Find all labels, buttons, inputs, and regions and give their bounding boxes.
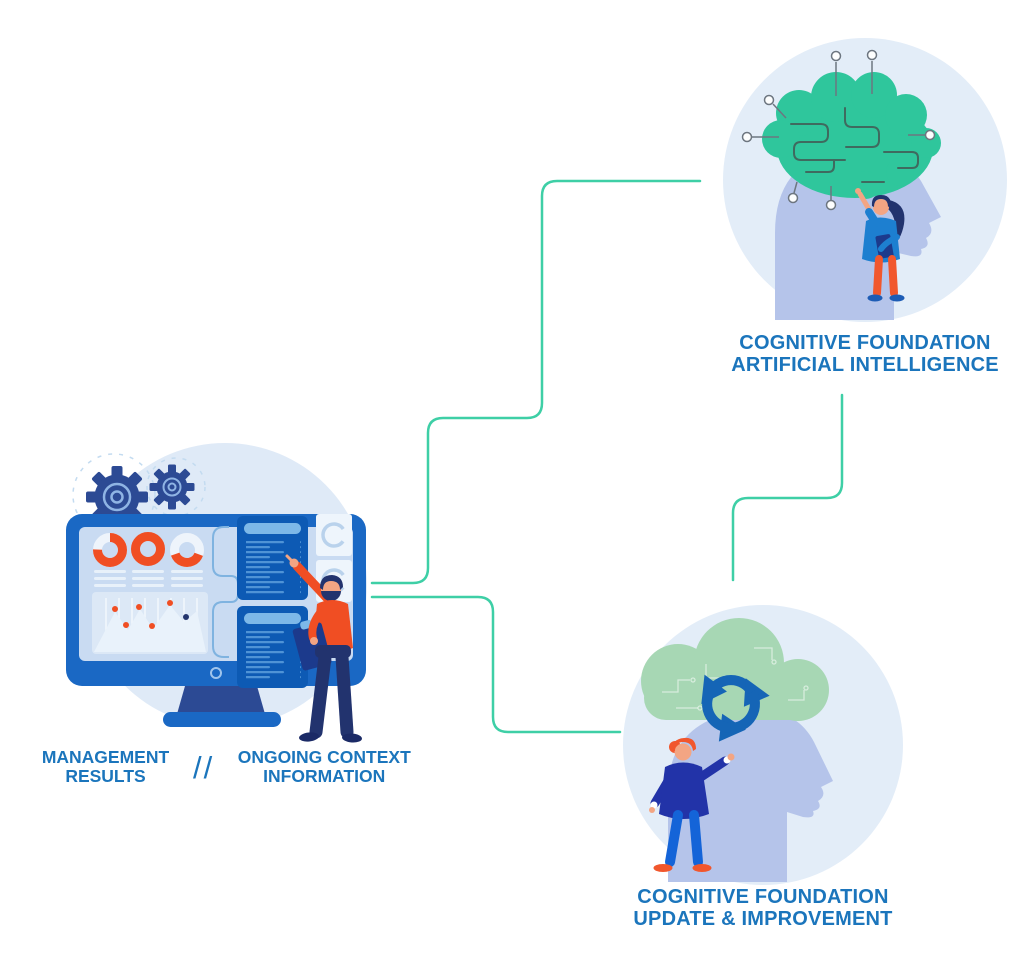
management-node-label: MANAGEMENT RESULTS // ONGOING CONTEXT IN…	[28, 748, 424, 786]
connector-ai-to-update	[731, 393, 844, 582]
gear-icon	[86, 466, 148, 528]
connector-monitor-to-ai	[370, 179, 702, 585]
connector-lines	[370, 179, 844, 734]
gear-icon	[149, 464, 195, 510]
monitor-base	[163, 712, 281, 727]
update-node-label: COGNITIVE FOUNDATION UPDATE & IMPROVEMEN…	[593, 886, 933, 930]
head-silhouette-icon	[668, 709, 833, 882]
ai-label-line2: ARTIFICIAL INTELLIGENCE	[731, 354, 999, 376]
donut-chart-icon	[131, 532, 165, 566]
ai-label-line1: COGNITIVE FOUNDATION	[739, 332, 991, 354]
connector-monitor-to-update	[370, 595, 622, 734]
woman-figure	[855, 188, 905, 302]
ai-node-label: COGNITIVE FOUNDATION ARTIFICIAL INTELLIG…	[695, 332, 1024, 376]
brain-circuit-icon	[741, 49, 941, 211]
code-panel-icon	[237, 606, 308, 688]
stat-text-lines	[94, 570, 203, 587]
refresh-icon	[316, 514, 352, 556]
donut-chart-icon	[93, 533, 127, 567]
update-label-line2: UPDATE & IMPROVEMENT	[633, 908, 893, 930]
monitor-stand	[177, 686, 265, 714]
presenter-figure	[285, 554, 362, 743]
head-silhouette-icon	[775, 149, 941, 320]
label-separator: //	[193, 749, 215, 785]
ai-node-illustration	[723, 38, 1007, 322]
management-results-label: MANAGEMENT RESULTS	[41, 747, 170, 786]
sync-arrows-icon	[701, 674, 770, 742]
ongoing-context-label: ONGOING CONTEXT INFORMATION	[237, 747, 411, 786]
gears	[72, 453, 206, 537]
update-label-line1: COGNITIVE FOUNDATION	[637, 886, 889, 908]
man-figure	[649, 737, 735, 872]
line-chart-icon	[92, 592, 208, 654]
cloud-circuit-icon	[641, 618, 829, 721]
monitor-camera-dot	[210, 667, 222, 679]
dashboard-monitor	[66, 514, 366, 727]
update-node-illustration	[623, 605, 903, 885]
dashboard-illustration	[66, 443, 367, 743]
code-panel-icon	[237, 516, 308, 600]
donut-chart-icon	[170, 533, 204, 567]
